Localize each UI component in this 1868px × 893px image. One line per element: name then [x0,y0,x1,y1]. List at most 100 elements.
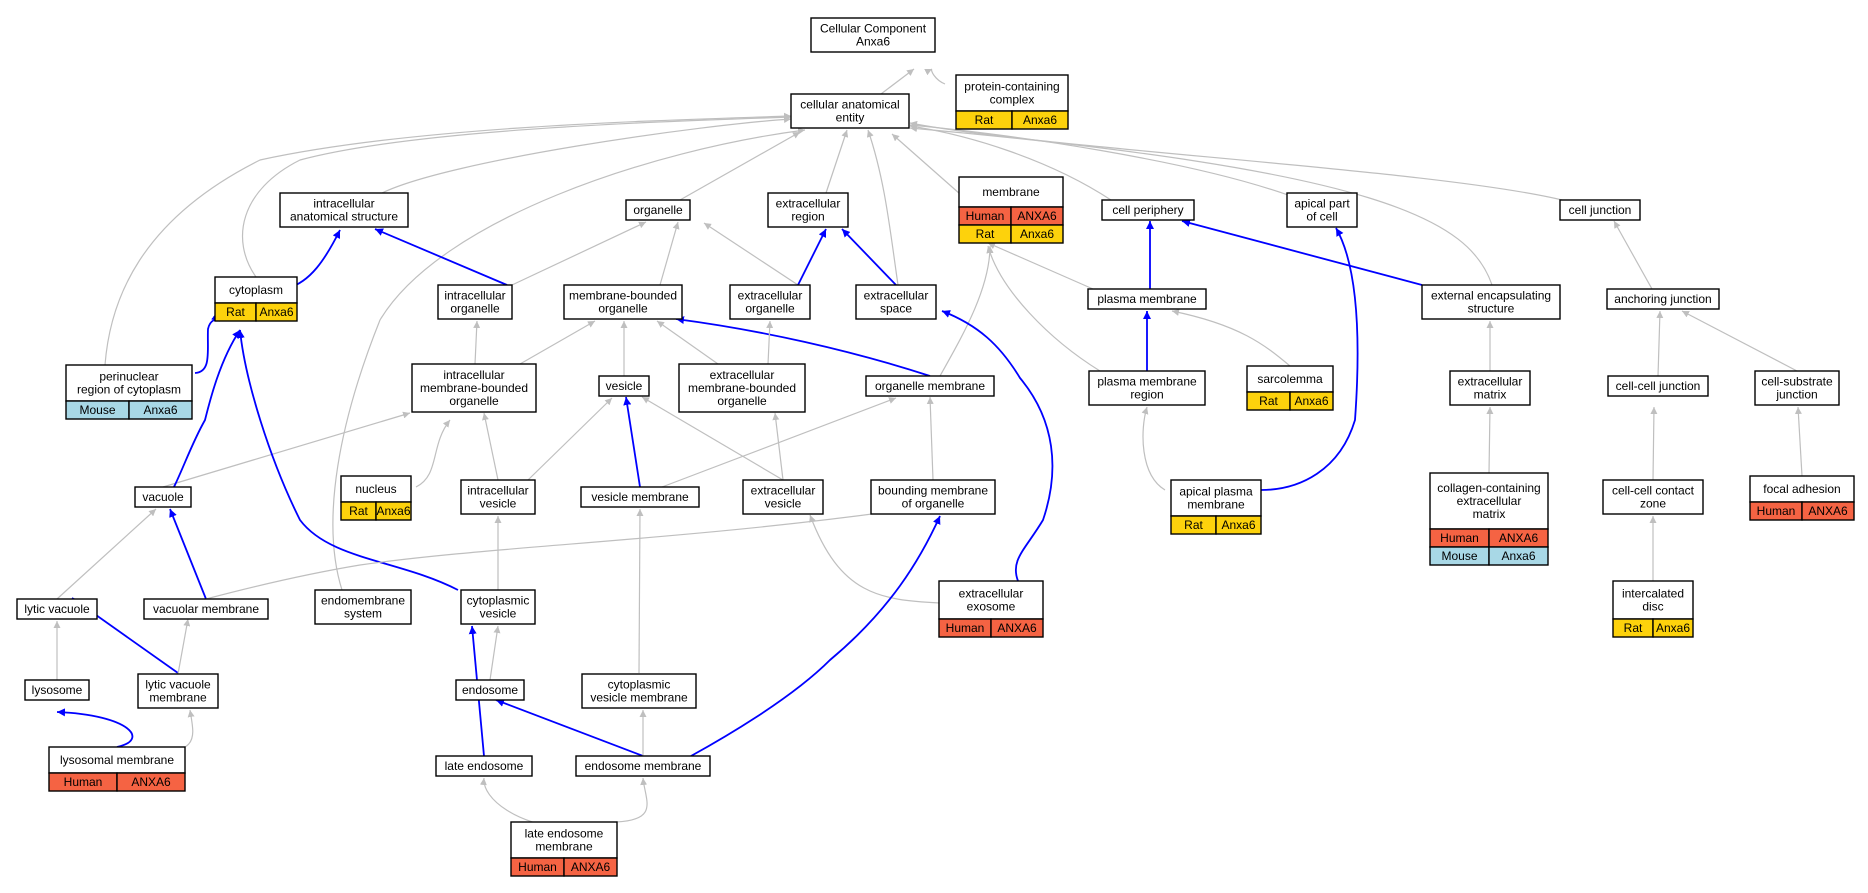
node-root-box [810,17,936,53]
node-nucleus-box [340,475,412,503]
node-bmo-label-line: bounding membrane [878,484,988,498]
node-ems-label-line: endomembrane [321,594,405,608]
node-pmr-box [1088,370,1206,406]
node-ccj[interactable]: cell-cell junction [1607,375,1709,397]
node-aj-box [1606,288,1720,310]
edge-ias-to-cae [381,115,792,194]
edge-lvm-to-vacm [177,618,191,675]
edge-aj-to-cj [1613,220,1653,290]
gene-label: Anxa6 [143,403,177,417]
node-csj-label-line: cell-substrate [1761,375,1833,389]
species-label: Rat [226,305,245,319]
edge-iv-to-vesicle [527,397,613,481]
node-cvm-label-line: cytoplasmic [608,678,671,692]
node-aj[interactable]: anchoring junction [1606,288,1720,310]
species-label: Rat [975,113,994,127]
node-ees-box [1421,284,1561,320]
node-lysosome[interactable]: lysosome [24,679,90,701]
node-eco-label-line: extracellular [738,289,803,303]
node-vesicle[interactable]: vesicle [598,375,650,397]
node-ecr-label-line: region [791,210,824,224]
gene-label: Anxa6 [259,305,293,319]
node-cv-box [460,589,536,625]
edge-ev-to-vesicle [641,396,784,481]
gene-cell [563,857,618,877]
node-ecs-box [855,284,937,320]
node-ems-box [314,589,412,625]
node-organelle[interactable]: organelle [625,199,691,221]
gene-cell [255,302,298,322]
node-lv[interactable]: lytic vacuole [16,598,98,620]
edge-io-to-ias [374,228,508,286]
node-embo-label-line: organelle [717,394,767,408]
node-cj-box [1559,199,1641,221]
node-om[interactable]: organelle membrane [865,375,995,397]
node-iv-label-line: intracellular [467,484,528,498]
node-ccecm[interactable]: collagen-containingextracellularmatrixHu… [1429,472,1549,566]
node-apm-label-line: apical plasma [1179,485,1253,499]
node-cj[interactable]: cell junction [1559,199,1641,221]
node-vacm[interactable]: vacuolar membrane [143,598,269,620]
edge-om-to-membrane [939,245,994,377]
node-ecr-label-line: extracellular [776,197,841,211]
node-em-label-line: endosome membrane [585,759,702,773]
node-cp[interactable]: cell periphery [1101,199,1195,221]
node-em[interactable]: endosome membrane [575,755,711,777]
edge-pm-to-membrane [987,242,1094,290]
edge-organelle-to-cae [679,131,801,201]
node-le[interactable]: late endosome [435,755,533,777]
node-iv-box [460,479,536,515]
node-pm[interactable]: plasma membrane [1087,288,1207,310]
node-lvm-label-line: lytic vacuole [145,678,211,692]
node-ecm-label-line: extracellular [1458,375,1523,389]
node-mbo-label-line: organelle [598,302,648,316]
node-cccz-box [1602,479,1704,515]
node-ev-label-line: extracellular [751,484,816,498]
node-ccj-box [1607,375,1709,397]
node-lvm-box [137,673,219,709]
node-vm[interactable]: vesicle membrane [580,486,700,508]
node-vacuole[interactable]: vacuole [134,486,192,508]
edge-imbo-to-mbo [519,320,596,365]
gene-cell [1011,110,1069,130]
node-endosome[interactable]: endosome [455,679,525,701]
node-membrane-label-line: membrane [982,185,1040,199]
node-ccecm-label-line: matrix [1473,507,1506,521]
node-pmr-label-line: region [1130,388,1163,402]
